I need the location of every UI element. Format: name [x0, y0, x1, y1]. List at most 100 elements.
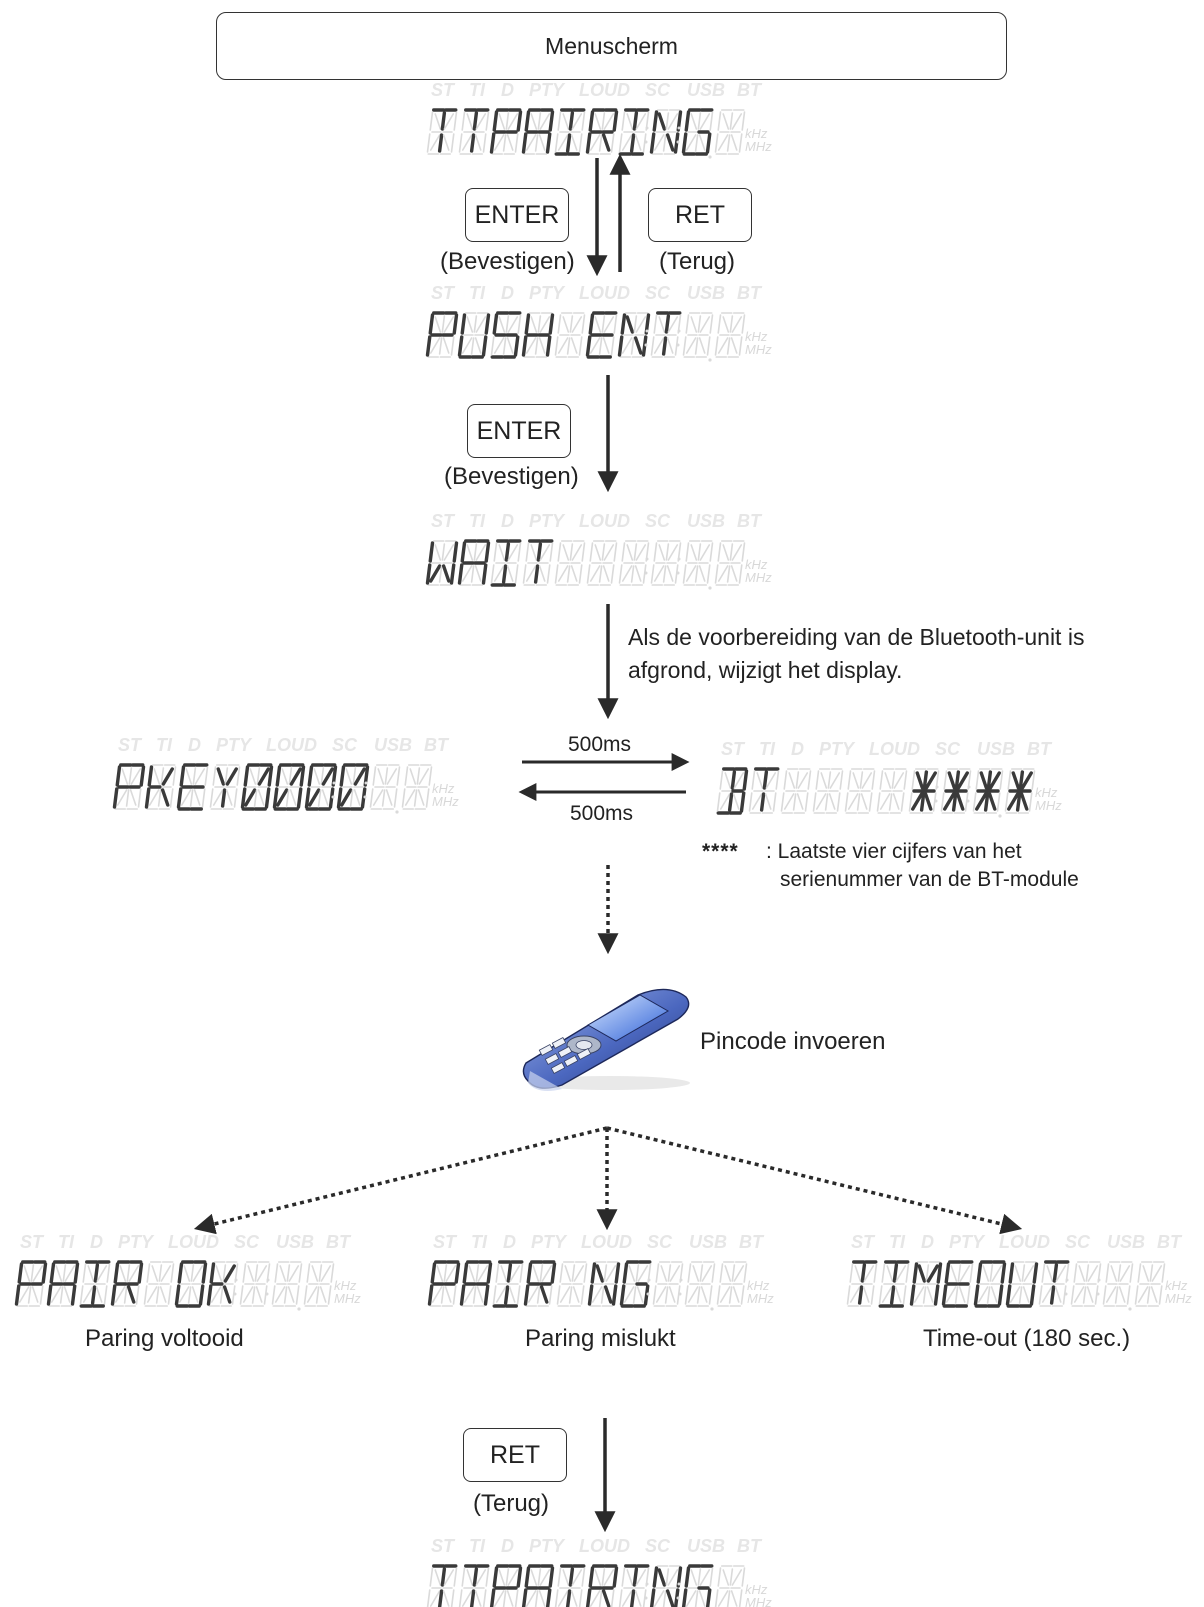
lcd-indicator-usb: USB — [687, 283, 726, 303]
lcd-indicator-st: ST — [851, 1232, 875, 1252]
lcd-digits — [112, 763, 433, 814]
enter-pin-label: Pincode invoeren — [700, 1028, 886, 1055]
lcd-digit-7 — [650, 540, 682, 586]
lcd-indicator-st: ST — [431, 80, 455, 100]
lcd-digit-8 — [682, 312, 714, 362]
lcd-indicator-d: D — [501, 283, 514, 303]
lcd-indicator-pty: PTY — [529, 80, 565, 100]
lcd-digit-1 — [457, 539, 491, 586]
serial-note: : Laatste vier cijfers van het serienumm… — [766, 840, 1079, 891]
lcd-digit-0 — [846, 1260, 878, 1307]
lcd-indicator-sc: SC — [645, 80, 671, 100]
lcd-indicator-loud: LOUD — [266, 735, 317, 755]
lcd-digit-0 — [427, 1260, 461, 1307]
lcd-digit-5 — [272, 763, 306, 811]
lcd-digit-3 — [812, 768, 844, 814]
lcd-indicator-usb: USB — [374, 735, 413, 755]
lcd-digit-5 — [585, 311, 618, 359]
lcd-indicator-bt: BT — [1027, 739, 1051, 759]
result-pair-ok: Paring voltooid — [85, 1325, 244, 1352]
lcd-indicator-pty: PTY — [529, 511, 565, 531]
lcd-digit-7 — [649, 1565, 683, 1607]
lcd-indicator-st: ST — [118, 735, 142, 755]
lcd-indicator-st: ST — [433, 1232, 457, 1252]
lcd-digit-3 — [941, 1260, 974, 1308]
lcd-digit-1 — [457, 312, 491, 359]
enter-key-2-hint: (Bevestigen) — [444, 463, 579, 490]
lcd-indicator-pty: PTY — [529, 283, 565, 303]
lcd-digit-2 — [490, 311, 522, 359]
lcd-indicator-st: ST — [721, 739, 745, 759]
lcd-indicator-usb: USB — [1107, 1232, 1146, 1252]
lcd-digit-6 — [619, 1260, 652, 1308]
lcd-indicator-st: ST — [431, 511, 455, 531]
lcd-digit-6 — [908, 768, 940, 814]
lcd-indicator-bt: BT — [424, 735, 448, 755]
lcd-digits — [426, 1564, 746, 1607]
lcd-digits — [426, 108, 746, 159]
lcd-digit-9 — [714, 109, 746, 155]
lcd-digit-4 — [554, 312, 586, 358]
lcd-indicator-ti: TI — [469, 283, 485, 303]
lcd-indicator-bt: BT — [737, 283, 761, 303]
lcd-indicator-st: ST — [20, 1232, 44, 1252]
lcd-digit-3 — [522, 539, 554, 586]
lcd-indicator-d: D — [90, 1232, 103, 1252]
lcd-indicator-d: D — [501, 80, 514, 100]
ret-key-2-hint: (Terug) — [473, 1490, 550, 1517]
lcd-digit-3 — [521, 1564, 555, 1607]
lcd-indicator-d: D — [501, 1536, 514, 1556]
lcd-indicator-sc: SC — [645, 283, 671, 303]
lcd-digit-7 — [239, 1261, 271, 1307]
lcd-digit-4 — [973, 1260, 1007, 1308]
lcd-digits — [425, 539, 746, 590]
enter-key: ENTER — [465, 188, 569, 242]
lcd-digit-6 — [618, 540, 650, 586]
lcd-indicator-loud: LOUD — [579, 511, 630, 531]
lcd-digit-2 — [489, 108, 523, 155]
lcd-digit-7 — [649, 109, 683, 155]
lcd-indicator-loud: LOUD — [869, 739, 920, 759]
lcd-indicator-usb: USB — [689, 1232, 728, 1252]
lcd-digit-9 — [716, 1261, 748, 1307]
ready-note: Als de voorbereiding van de Bluetooth-un… — [628, 624, 1085, 683]
result-pair-ng: Paring mislukt — [525, 1325, 676, 1352]
lcd-digit-0 — [425, 540, 459, 586]
lcd-digit-2 — [492, 1260, 524, 1308]
lcd-indicator-sc: SC — [332, 735, 358, 755]
lcd-digit-4 — [143, 1261, 175, 1307]
lcd-indicator-ti: TI — [58, 1232, 74, 1252]
lcd-indicator-ti: TI — [469, 1536, 485, 1556]
lcd-indicator-sc: SC — [1065, 1232, 1091, 1252]
lcd-digit-0 — [426, 1564, 458, 1607]
lcd-digit-1 — [458, 108, 490, 155]
lcd-digit-8 — [972, 768, 1004, 818]
lcd-digit-9 — [401, 764, 433, 810]
lcd-digit-1 — [459, 1260, 493, 1307]
lcd-digit-8 — [681, 1564, 714, 1607]
result-timeout: Time-out (180 sec.) — [923, 1325, 1131, 1352]
lcd-indicator-ti: TI — [469, 511, 485, 531]
enter-key-2: ENTER — [467, 404, 571, 458]
lcd-indicator-usb: USB — [687, 511, 726, 531]
lcd-digit-0 — [112, 763, 146, 810]
lcd-digit-6 — [618, 1564, 650, 1607]
